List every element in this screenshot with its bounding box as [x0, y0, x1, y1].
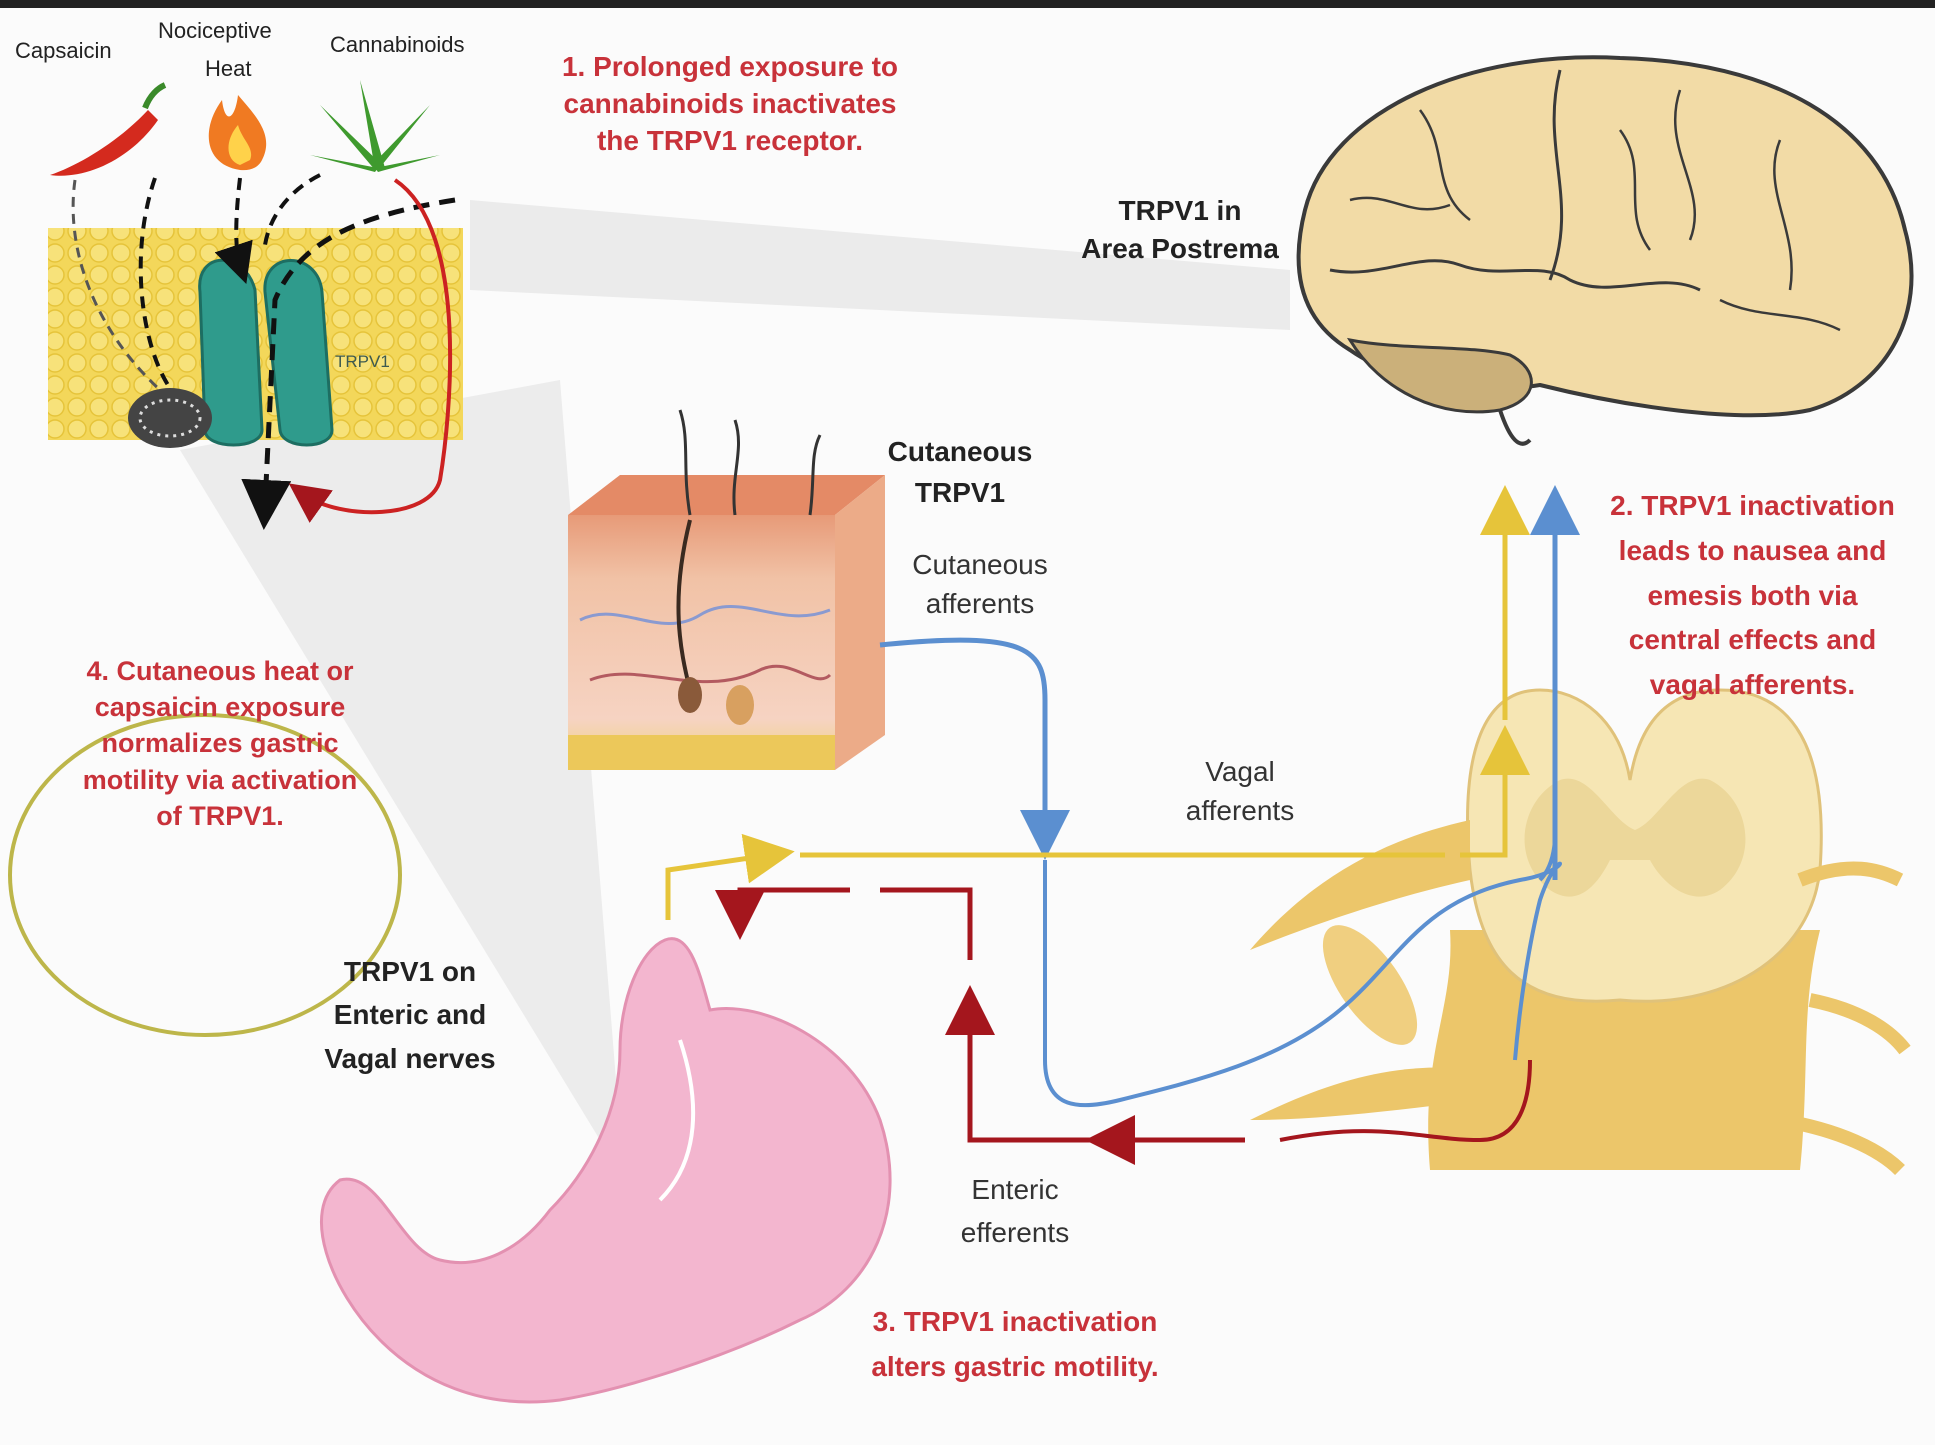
cannabinoids-label: Cannabinoids	[330, 32, 465, 58]
cutaneous-afferent-arrow	[880, 640, 1045, 835]
step2-line-2: leads to nausea and	[1570, 529, 1935, 574]
cutaneous-trpv1-line-1: Cutaneous	[860, 432, 1060, 473]
step1-line-2: cannabinoids inactivates	[530, 85, 930, 122]
heat-label-line1: Nociceptive	[158, 18, 272, 44]
vagal-afferents-label: Vagal afferents	[1140, 752, 1340, 830]
capsaicin-label: Capsaicin	[15, 38, 112, 64]
step1-text: 1. Prolonged exposure to cannabinoids in…	[530, 48, 930, 160]
brain-illustration	[1299, 57, 1912, 443]
enteric-vagal-line-2: Enteric and	[290, 993, 530, 1036]
step4-line-3: normalizes gastric	[25, 725, 415, 761]
step1-line-1: 1. Prolonged exposure to	[530, 48, 930, 85]
step4-text: 4. Cutaneous heat or capsaicin exposure …	[25, 653, 415, 834]
step2-line-5: vagal afferents.	[1570, 663, 1935, 708]
step4-line-4: motility via activation	[25, 762, 415, 798]
cutaneous-trpv1-line-2: TRPV1	[860, 473, 1060, 514]
enteric-vagal-line-1: TRPV1 on	[290, 950, 530, 993]
area-postrema-label: TRPV1 in Area Postrema	[1030, 192, 1330, 268]
spinal-cord-illustration	[1250, 690, 1905, 1170]
skin-illustration	[568, 410, 885, 770]
step3-line-1: 3. TRPV1 inactivation	[820, 1300, 1210, 1345]
cutaneous-afferents-label: Cutaneous afferents	[880, 545, 1080, 623]
enteric-efferents-label: Enteric efferents	[915, 1168, 1115, 1255]
cutaneous-afferents-line-2: afferents	[880, 584, 1080, 623]
enteric-efferents-line-2: efferents	[915, 1211, 1115, 1254]
cannabis-leaf-icon	[310, 80, 440, 172]
red-up-arrow	[970, 1010, 1090, 1140]
step4-line-1: 4. Cutaneous heat or	[25, 653, 415, 689]
step2-line-4: central effects and	[1570, 618, 1935, 663]
step3-line-2: alters gastric motility.	[820, 1345, 1210, 1390]
membrane-inset	[48, 228, 463, 448]
red-top-segment	[880, 890, 970, 960]
chili-pepper-icon	[50, 85, 165, 176]
area-postrema-line-2: Area Postrema	[1030, 230, 1330, 268]
step1-line-3: the TRPV1 receptor.	[530, 122, 930, 159]
vagal-afferents-line-2: afferents	[1140, 791, 1340, 830]
step2-line-3: emesis both via	[1570, 574, 1935, 619]
step2-text: 2. TRPV1 inactivation leads to nausea an…	[1570, 484, 1935, 708]
enteric-vagal-label: TRPV1 on Enteric and Vagal nerves	[290, 950, 530, 1080]
red-stomach-arrow	[740, 890, 850, 915]
step4-line-2: capsaicin exposure	[25, 689, 415, 725]
step2-line-1: 2. TRPV1 inactivation	[1570, 484, 1935, 529]
vagal-afferents-line-1: Vagal	[1140, 752, 1340, 791]
step3-text: 3. TRPV1 inactivation alters gastric mot…	[820, 1300, 1210, 1390]
enteric-vagal-line-3: Vagal nerves	[290, 1037, 530, 1080]
step4-line-5: of TRPV1.	[25, 798, 415, 834]
cutaneous-afferents-line-1: Cutaneous	[880, 545, 1080, 584]
trpv1-channel-label: TRPV1	[335, 352, 390, 372]
flame-icon	[209, 95, 266, 170]
heat-label-line2: Heat	[205, 56, 251, 82]
top-border	[0, 0, 1935, 8]
area-postrema-line-1: TRPV1 in	[1030, 192, 1330, 230]
cutaneous-trpv1-label: Cutaneous TRPV1	[860, 432, 1060, 513]
enteric-efferents-line-1: Enteric	[915, 1168, 1115, 1211]
